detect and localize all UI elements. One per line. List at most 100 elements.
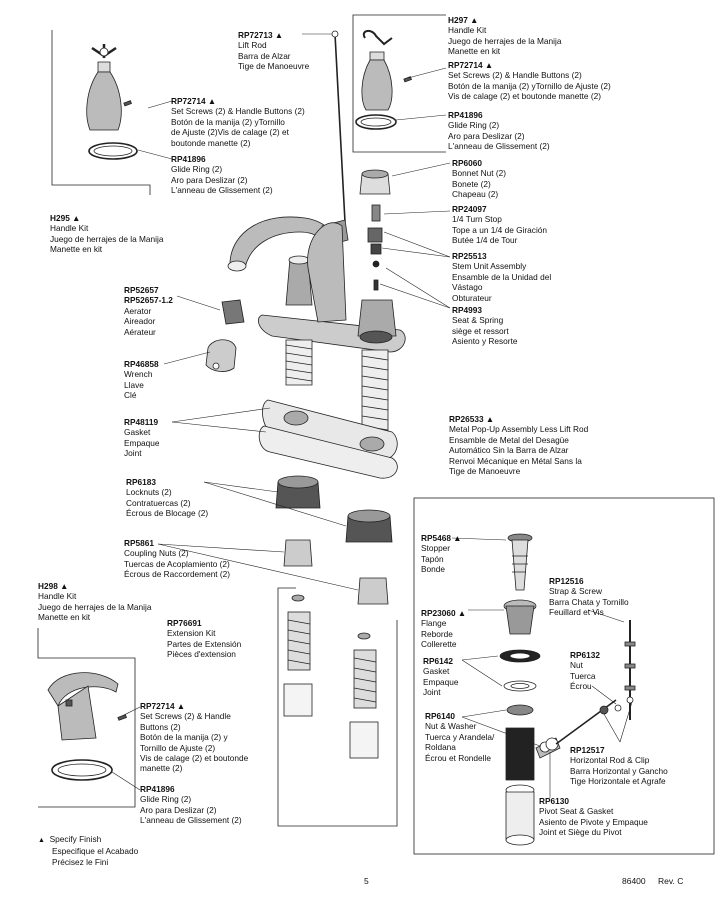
part-number: RP6183 bbox=[126, 477, 156, 487]
desc-line: Roldana bbox=[425, 742, 456, 753]
desc-line: Botón de la manija (2) yTornillo bbox=[171, 116, 285, 127]
callout-rp72714-top-left: RP72714 ▲ Set Screws (2) & Handle Button… bbox=[171, 96, 305, 148]
part-number: RP12516 bbox=[549, 576, 584, 586]
desc-line: L'anneau de Glissement (2) bbox=[171, 185, 273, 196]
desc-line: Glide Ring (2) bbox=[448, 120, 500, 131]
triangle-icon: ▲ bbox=[38, 837, 45, 844]
handle-h297 bbox=[355, 30, 412, 130]
callout-rp6060: RP6060 Bonnet Nut (2) Bonete (2) Chapeau… bbox=[452, 158, 506, 200]
rp26533-kit-frame bbox=[413, 497, 715, 855]
desc-line: Automático Sin la Barra de Alzar bbox=[449, 445, 569, 456]
callout-rp5861: RP5861 Coupling Nuts (2) Tuercas de Acop… bbox=[124, 538, 230, 580]
desc-line: Ensamble de la Unidad del bbox=[452, 271, 552, 282]
desc-line: Buttons (2) bbox=[140, 721, 181, 732]
desc-line: Seat & Spring bbox=[452, 315, 504, 326]
part-number: H297 ▲ bbox=[448, 15, 479, 25]
callout-rp6130: RP6130 Pivot Seat & Gasket Asiento de Pi… bbox=[539, 796, 648, 838]
part-number: RP41896 bbox=[448, 110, 483, 120]
desc-line: Extension Kit bbox=[167, 628, 216, 639]
callout-rp76691: RP76691 Extension Kit Partes de Extensió… bbox=[167, 618, 241, 660]
part-number: RP6060 bbox=[452, 158, 482, 168]
callout-rp48119: RP48119 Gasket Empaque Joint bbox=[124, 417, 160, 459]
part-number: RP6140 bbox=[425, 711, 455, 721]
desc-line: Metal Pop-Up Assembly Less Lift Rod bbox=[449, 424, 589, 435]
legend-line: Précisez le Fini bbox=[52, 856, 109, 867]
desc-line: Tope a un 1/4 de Giración bbox=[452, 224, 548, 235]
handle-h295 bbox=[86, 44, 138, 160]
desc-line: Aerator bbox=[124, 305, 152, 316]
desc-line: Joint bbox=[124, 448, 142, 459]
callout-rp41896-top-left: RP41896 Glide Ring (2) Aro para Deslizar… bbox=[171, 154, 273, 196]
coupling-nuts bbox=[283, 539, 389, 605]
desc-line: Feuillard et Vis bbox=[549, 607, 604, 618]
document-number: 86400 bbox=[622, 876, 646, 886]
desc-line: Horizontal Rod & Clip bbox=[570, 755, 650, 766]
desc-line: Botón de la manija (2) yTornillo de Ajus… bbox=[448, 80, 611, 91]
part-number: RP6130 bbox=[539, 796, 569, 806]
desc-line: Manette en kit bbox=[38, 612, 91, 623]
desc-line: Joint bbox=[423, 687, 441, 698]
callout-rp6132: RP6132 Nut Tuerca Écrou bbox=[570, 650, 600, 692]
desc-line: Strap & Screw bbox=[549, 586, 603, 597]
h297-kit-frame bbox=[352, 14, 446, 153]
part-number: RP25513 bbox=[452, 251, 487, 261]
desc-line: Écrou bbox=[570, 681, 592, 692]
part-number: RP52657 bbox=[124, 285, 159, 295]
desc-line: Stopper bbox=[421, 543, 451, 554]
desc-line: Tapón bbox=[421, 553, 444, 564]
desc-line: L'anneau de Glissement (2) bbox=[448, 141, 550, 152]
part-number: RP48119 bbox=[124, 417, 159, 427]
desc-line: Gasket bbox=[124, 427, 151, 438]
desc-line: manette (2) bbox=[140, 763, 183, 774]
desc-line: Vástago bbox=[452, 282, 483, 293]
finish-legend: ▲ Specify Finish Especifique el Acabado … bbox=[38, 834, 138, 867]
callout-rp46858: RP46858 Wrench Llave Clé bbox=[124, 359, 159, 401]
callout-rp41896-top-right: RP41896 Glide Ring (2) Aro para Deslizar… bbox=[448, 110, 550, 152]
desc-line: Juego de herrajes de la Manija bbox=[38, 601, 152, 612]
desc-line: Stem Unit Assembly bbox=[452, 261, 527, 272]
desc-line: Handle Kit bbox=[50, 223, 89, 234]
desc-line: Botón de la manija (2) y bbox=[140, 732, 228, 743]
desc-line: Manette en kit bbox=[448, 46, 501, 57]
callout-rp26533: RP26533 ▲ Metal Pop-Up Assembly Less Lif… bbox=[449, 414, 588, 476]
callout-rp72714-bottom-left: RP72714 ▲ Set Screws (2) & Handle Button… bbox=[140, 701, 248, 774]
desc-line: Reborde bbox=[421, 628, 453, 639]
callout-rp12517: RP12517 Horizontal Rod & Clip Barra Hori… bbox=[570, 745, 668, 787]
desc-line: Coupling Nuts (2) bbox=[124, 548, 189, 559]
handle-h298 bbox=[47, 672, 127, 781]
desc-line: Handle Kit bbox=[38, 591, 77, 602]
desc-line: Lift Rod bbox=[238, 40, 267, 51]
aerator-wrench bbox=[205, 299, 245, 372]
h298-kit-frame bbox=[37, 628, 136, 808]
desc-line: Vis de calage (2) et boutonde bbox=[140, 753, 249, 764]
desc-line: Tornillo de Ajuste (2) bbox=[140, 742, 216, 753]
desc-line: Bonde bbox=[421, 564, 445, 575]
base-gaskets bbox=[258, 399, 398, 479]
part-number: H295 ▲ bbox=[50, 213, 81, 223]
callout-rp72713: RP72713 ▲ Lift Rod Barra de Alzar Tige d… bbox=[238, 30, 309, 72]
desc-line: Obturateur bbox=[452, 292, 492, 303]
desc-line: Aro para Deslizar (2) bbox=[140, 804, 217, 815]
desc-line: boutonde manette (2) bbox=[171, 137, 251, 148]
desc-line: Nut & Washer bbox=[425, 721, 477, 732]
desc-line: Empaque bbox=[124, 437, 160, 448]
h295-kit-bracket bbox=[51, 30, 151, 195]
desc-line: Butée 1/4 de Tour bbox=[452, 235, 518, 246]
desc-line: Vis de calage (2) et boutonde manette (2… bbox=[448, 91, 601, 102]
desc-line: Aireador bbox=[124, 316, 156, 327]
part-number: RP5861 bbox=[124, 538, 154, 548]
callout-rp25513: RP25513 Stem Unit Assembly Ensamble de l… bbox=[452, 251, 551, 303]
desc-line: Aro para Deslizar (2) bbox=[448, 130, 525, 141]
desc-line: Écrou et Rondelle bbox=[425, 752, 491, 763]
desc-line: Wrench bbox=[124, 369, 153, 380]
desc-line: Pièces d'extension bbox=[167, 649, 236, 660]
callout-h298: H298 ▲ Handle Kit Juego de herrajes de l… bbox=[38, 581, 151, 623]
faucet-body bbox=[227, 216, 406, 353]
desc-line: Chapeau (2) bbox=[452, 189, 499, 200]
desc-line: Renvoi Mécanique en Métal Sans la bbox=[449, 455, 582, 466]
desc-line: Tuerca y Arandela/ bbox=[425, 731, 495, 742]
locknuts bbox=[275, 475, 393, 543]
callout-rp52657: RP52657 RP52657-1.2 Aerator Aireador Aér… bbox=[124, 285, 173, 337]
desc-line: Asiento de Pivote y Empaque bbox=[539, 816, 648, 827]
